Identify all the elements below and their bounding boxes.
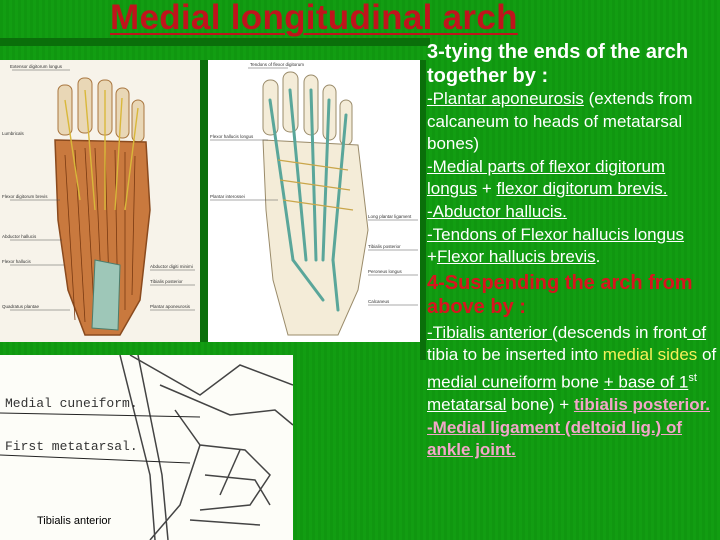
fig2-label: Flexor hallucis longus <box>210 134 254 139</box>
section4-heading: 4-Suspending the arch from above by : <box>427 271 693 318</box>
fdl-term: -Medial parts of flexor digitorum longus <box>427 156 666 199</box>
fh-joiner: + <box>427 247 437 267</box>
foot-muscles-figure: Extensor digitorum longus Lumbricals Fle… <box>0 60 200 342</box>
content-column: 3-tying the ends of the arch together by… <box>427 40 719 462</box>
base-of-text: + base of 1 <box>603 372 689 392</box>
tibialis-anterior-term: -Tibialis anterior <box>427 322 553 342</box>
fig1-label: Flexor hallucis <box>2 259 32 264</box>
flexor-digitorum-item: -Medial parts of flexor digitorum longus… <box>427 156 719 201</box>
fhl-term: -Tendons of Flexor hallucis longus <box>427 224 685 244</box>
fig2-label: Peroneus longus <box>368 269 403 274</box>
foot-tendons-drawing: Tendons of flexor digitorum Flexor hallu… <box>210 62 418 336</box>
flexor-hallucis-item: -Tendons of Flexor hallucis longus +Flex… <box>427 224 719 269</box>
fig2-label: Tibialis posterior <box>368 244 401 249</box>
fig1-label: Extensor digitorum longus <box>10 64 63 69</box>
figure-divider <box>200 60 208 342</box>
fig2-label: Long plantar ligament <box>368 214 412 219</box>
fig1-label: Tibialis posterior <box>150 279 183 284</box>
plantar-aponeurosis-term: -Plantar aponeurosis <box>427 89 584 108</box>
tib-desc-2: of <box>687 322 707 342</box>
medial-sides-text: medial sides <box>602 345 698 365</box>
bone-plus-text: bone <box>556 372 604 392</box>
fig3-caption: Tibialis anterior <box>37 515 112 527</box>
fdb-term: flexor digitorum brevis. <box>496 179 668 199</box>
tib-desc-3: tibia to be inserted into <box>427 345 599 365</box>
section3-heading: 3-tying the ends of the arch together by… <box>427 41 689 87</box>
bone-close-text: bone) + <box>506 395 574 415</box>
plantar-aponeurosis-desc: (extends from calcaneum to heads of meta… <box>427 89 693 154</box>
fig1-label: Plantar aponeurosis <box>150 304 191 309</box>
fig1-label: Abductor digiti minimi <box>150 264 193 269</box>
medial-cuneiform-text: medial cuneiform <box>427 372 557 392</box>
fig3-metatarsal-label: First metatarsal. <box>5 439 138 454</box>
fd-joiner: + <box>477 179 497 199</box>
of-text: of <box>697 345 717 365</box>
fig1-label: Abductor hallucis <box>2 234 37 239</box>
slide-title: Medial longitudinal arch <box>110 0 518 37</box>
fhb-term: Flexor hallucis brevis <box>436 247 596 267</box>
abductor-hallucis-term: -Abductor hallucis. <box>427 201 567 221</box>
deltoid-ligament-item: -Medial ligament (deltoid lig.) of ankle… <box>427 417 682 460</box>
fig1-label: Lumbricals <box>2 131 25 136</box>
foot-muscles-drawing: Extensor digitorum longus Lumbricals Fle… <box>2 64 195 336</box>
abductor-hallucis-item: -Abductor hallucis. <box>427 201 719 224</box>
foot-tendons-figure: Tendons of flexor digitorum Flexor hallu… <box>208 60 420 342</box>
tibialis-anterior-drawing: Medial cuneiform. First metatarsal. <box>0 355 293 540</box>
fig3-cuneiform-label: Medial cuneiform. <box>5 396 138 411</box>
fig1-label: Flexor digitorum brevis <box>2 194 48 199</box>
fig2-label: Tendons of flexor digitorum <box>250 62 304 67</box>
metatarsal-text: metatarsal <box>427 395 507 415</box>
fig2-label: Plantar interossei <box>210 194 245 199</box>
fh-tail: . <box>595 247 601 267</box>
column-divider <box>420 60 426 360</box>
tib-desc-1: (descends in front <box>552 322 688 342</box>
tibialis-posterior-text: tibialis posterior. <box>573 395 710 415</box>
fig2-label: Calcaneus <box>368 299 390 304</box>
title-underbar <box>0 38 430 46</box>
fig1-label: Quadratus plantae <box>2 304 40 309</box>
tibialis-anterior-item: -Tibialis anterior (descends in front of… <box>427 322 719 417</box>
superscript-st: st <box>688 371 697 384</box>
plantar-aponeurosis-item: -Plantar aponeurosis (extends from calca… <box>427 88 719 156</box>
tibialis-anterior-figure: Medial cuneiform. First metatarsal. <box>0 355 293 540</box>
